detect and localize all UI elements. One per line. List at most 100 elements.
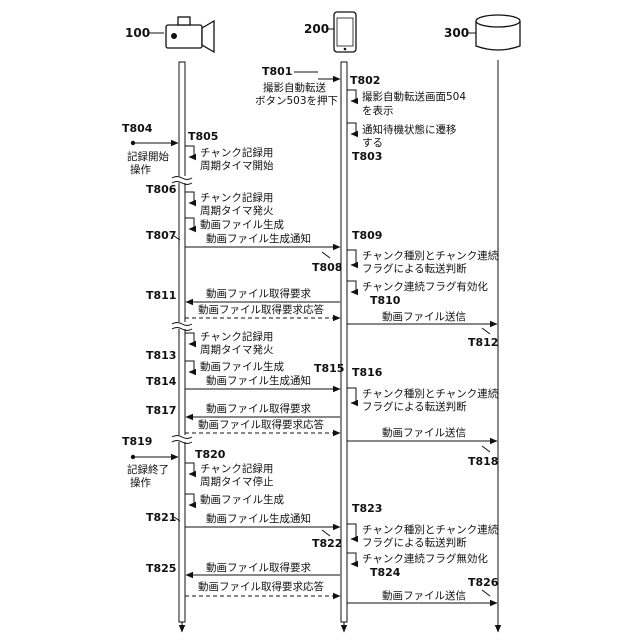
step-T809: T809 チャンク種別とチャンク連続 フラグによる転送判断 xyxy=(347,229,499,275)
svg-text:通知待機状態に遷移: 通知待機状態に遷移 xyxy=(362,123,457,136)
svg-text:T806: T806 xyxy=(146,183,177,196)
step-T813: チャンク記録用 周期タイマ発火 T813 xyxy=(146,330,274,362)
svg-text:チャンク種別とチャンク連続: チャンク種別とチャンク連続 xyxy=(362,387,499,400)
svg-text:T818: T818 xyxy=(468,455,498,468)
svg-text:動画ファイル生成: 動画ファイル生成 xyxy=(200,360,284,373)
step-T811: T811 動画ファイル取得要求 xyxy=(146,287,340,302)
svg-text:記録開始: 記録開始 xyxy=(127,150,169,163)
svg-text:T826: T826 xyxy=(468,576,499,589)
server-icon xyxy=(476,15,520,50)
step-T808: T808 xyxy=(312,252,342,274)
svg-text:フラグによる転送判断: フラグによる転送判断 xyxy=(362,536,467,549)
svg-text:動画ファイル送信: 動画ファイル送信 xyxy=(382,589,466,602)
svg-text:T801: T801 xyxy=(262,65,292,78)
svg-text:チャンク連続フラグ有効化: チャンク連続フラグ有効化 xyxy=(362,280,488,293)
phone-label: 200 xyxy=(304,22,329,36)
svg-text:T822: T822 xyxy=(312,537,342,550)
svg-text:T813: T813 xyxy=(146,349,176,362)
step-T810: チャンク連続フラグ有効化 T810 xyxy=(347,280,488,307)
svg-text:チャンク記録用: チャンク記録用 xyxy=(200,330,273,343)
svg-text:を表示: を表示 xyxy=(362,104,394,117)
step-T817-response: 動画ファイル取得要求応答 xyxy=(185,418,340,433)
svg-text:チャンク種別とチャンク連続: チャンク種別とチャンク連続 xyxy=(362,523,499,536)
camera-label: 100 xyxy=(125,26,150,40)
step-T802: T802 撮影自動転送画面504 を表示 xyxy=(347,74,466,117)
step-T816: T816 チャンク種別とチャンク連続 フラグによる転送判断 xyxy=(347,366,499,413)
svg-text:T807: T807 xyxy=(146,229,176,242)
svg-text:T802: T802 xyxy=(350,74,380,87)
step-T826: T826 動画ファイル送信 xyxy=(347,576,499,603)
step-T821: T821 動画ファイル生成通知 xyxy=(146,511,340,527)
step-T824: チャンク連続フラグ無効化 T824 xyxy=(347,552,488,579)
svg-text:T825: T825 xyxy=(146,562,176,575)
step-T807: T807 動画ファイル生成通知 xyxy=(146,229,340,247)
svg-text:T810: T810 xyxy=(370,294,401,307)
svg-text:チャンク記録用: チャンク記録用 xyxy=(200,146,273,159)
camera-icon xyxy=(166,17,214,52)
step-T820: T820 チャンク記録用 周期タイマ停止 xyxy=(185,448,274,488)
svg-text:フラグによる転送判断: フラグによる転送判断 xyxy=(362,262,467,275)
svg-text:動画ファイル生成通知: 動画ファイル生成通知 xyxy=(206,232,311,245)
svg-text:操作: 操作 xyxy=(130,476,151,489)
svg-text:動画ファイル取得要求: 動画ファイル取得要求 xyxy=(206,402,311,415)
svg-text:チャンク連続フラグ無効化: チャンク連続フラグ無効化 xyxy=(362,552,488,565)
svg-text:周期タイマ発火: 周期タイマ発火 xyxy=(200,343,274,356)
svg-text:動画ファイル取得要求応答: 動画ファイル取得要求応答 xyxy=(198,303,324,316)
svg-text:周期タイマ発火: 周期タイマ発火 xyxy=(200,204,274,217)
svg-text:チャンク種別とチャンク連続: チャンク種別とチャンク連続 xyxy=(362,249,499,262)
svg-text:T820: T820 xyxy=(195,448,226,461)
svg-text:T808: T808 xyxy=(312,261,342,274)
svg-text:T821: T821 xyxy=(146,511,176,524)
svg-text:T816: T816 xyxy=(352,366,383,379)
svg-text:T814: T814 xyxy=(146,375,177,388)
svg-text:動画ファイル生成: 動画ファイル生成 xyxy=(200,493,284,506)
svg-text:チャンク記録用: チャンク記録用 xyxy=(200,191,273,204)
svg-text:動画ファイル送信: 動画ファイル送信 xyxy=(382,426,466,439)
svg-text:T804: T804 xyxy=(122,122,153,135)
svg-text:T805: T805 xyxy=(188,130,218,143)
svg-text:T815: T815 xyxy=(314,362,344,375)
step-T823: T823 チャンク種別とチャンク連続 フラグによる転送判断 xyxy=(347,502,499,549)
svg-text:動画ファイル生成通知: 動画ファイル生成通知 xyxy=(206,374,311,387)
svg-text:T809: T809 xyxy=(352,229,382,242)
step-T817: T817 動画ファイル取得要求 xyxy=(146,402,340,417)
svg-text:周期タイマ開始: 周期タイマ開始 xyxy=(200,159,274,172)
step-T803: 通知待機状態に遷移 する T803 xyxy=(347,123,457,163)
svg-text:T819: T819 xyxy=(122,435,152,448)
svg-text:周期タイマ停止: 周期タイマ停止 xyxy=(200,475,274,488)
svg-text:操作: 操作 xyxy=(130,163,151,176)
svg-text:動画ファイル生成通知: 動画ファイル生成通知 xyxy=(206,512,311,525)
step-T804: T804 記録開始 操作 xyxy=(122,122,178,176)
step-T811-response: 動画ファイル取得要求応答 xyxy=(185,303,340,318)
svg-text:記録終了: 記録終了 xyxy=(127,463,169,476)
step-T818: 動画ファイル送信 T818 xyxy=(347,426,498,468)
camera-lifeline xyxy=(172,62,192,632)
svg-text:T824: T824 xyxy=(370,566,401,579)
step-T825: T825 動画ファイル取得要求 xyxy=(146,561,340,575)
svg-text:T803: T803 xyxy=(352,150,382,163)
svg-text:チャンク記録用: チャンク記録用 xyxy=(200,462,273,475)
svg-text:T812: T812 xyxy=(468,336,498,349)
step-T805: T805 チャンク記録用 周期タイマ開始 xyxy=(185,130,274,172)
svg-text:撮影自動転送: 撮影自動転送 xyxy=(263,81,326,94)
svg-text:T823: T823 xyxy=(352,502,382,515)
svg-text:動画ファイル生成: 動画ファイル生成 xyxy=(200,218,284,231)
step-T812: 動画ファイル送信 T812 xyxy=(347,310,498,349)
step-T806: T806 チャンク記録用 周期タイマ発火 xyxy=(146,183,274,217)
svg-text:動画ファイル取得要求応答: 動画ファイル取得要求応答 xyxy=(198,580,324,593)
step-T820-file-generate: 動画ファイル生成 xyxy=(185,493,284,506)
svg-text:動画ファイル取得要求: 動画ファイル取得要求 xyxy=(206,561,311,574)
step-T806-file-generate: 動画ファイル生成 xyxy=(185,218,284,231)
svg-text:ボタン503を押下: ボタン503を押下 xyxy=(255,94,338,107)
svg-text:フラグによる転送判断: フラグによる転送判断 xyxy=(362,400,467,413)
svg-text:T811: T811 xyxy=(146,289,176,302)
svg-text:する: する xyxy=(362,137,383,149)
step-T819: T819 記録終了 操作 xyxy=(122,435,178,489)
step-T822: T822 xyxy=(312,530,342,550)
step-T801: T801 撮影自動転送 ボタン503を押下 xyxy=(255,65,340,107)
phone-icon xyxy=(334,12,356,52)
svg-text:動画ファイル取得要求: 動画ファイル取得要求 xyxy=(206,287,311,300)
svg-text:撮影自動転送画面504: 撮影自動転送画面504 xyxy=(362,90,466,103)
svg-text:T817: T817 xyxy=(146,404,176,417)
